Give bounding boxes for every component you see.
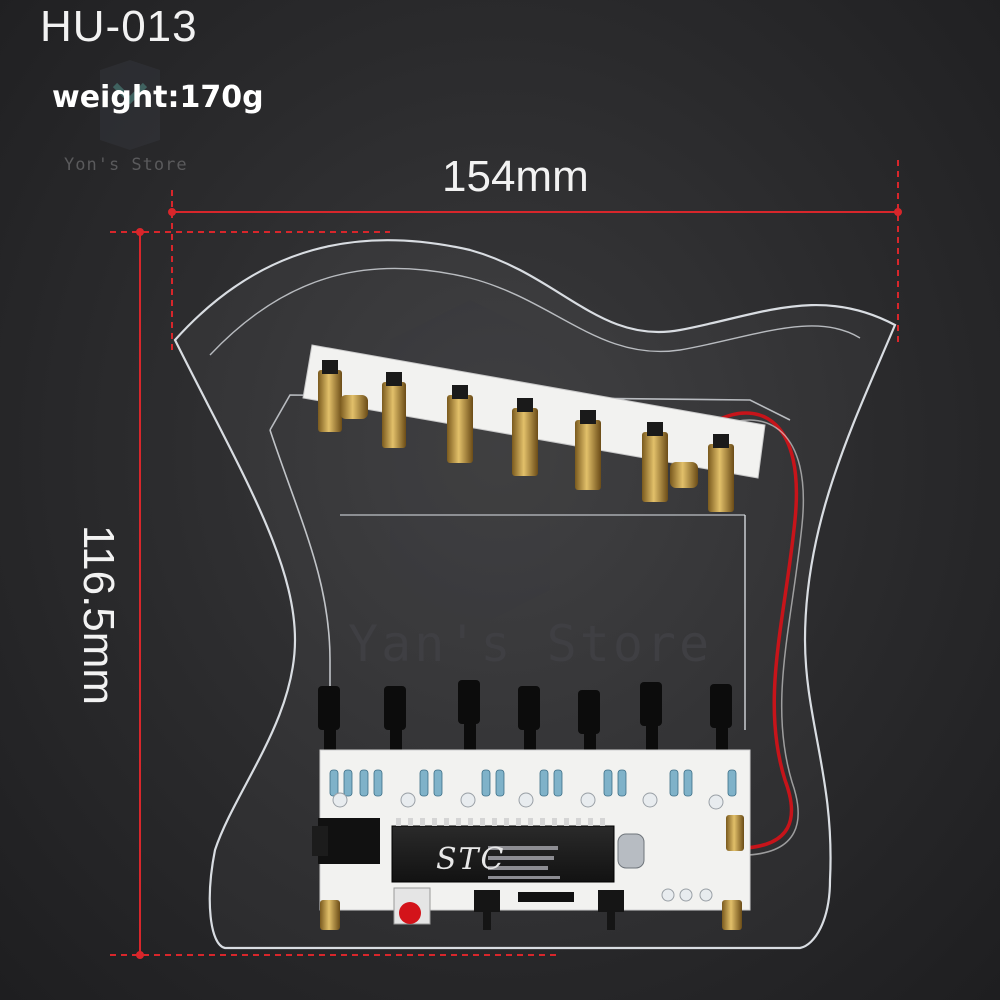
height-dimension-line (110, 228, 560, 959)
laser-module (447, 385, 473, 463)
width-dimension-label: 154mm (442, 152, 589, 201)
width-dimension-line (168, 160, 902, 350)
laser-module-row (318, 360, 734, 512)
crystal-oscillator (617, 833, 645, 869)
product-model: HU-013 (40, 2, 198, 51)
red-wire (717, 411, 799, 850)
tactile-switch (474, 890, 624, 930)
light-sensor (710, 684, 732, 756)
led-row (332, 792, 724, 902)
light-sensor (458, 680, 480, 752)
laser-module (512, 398, 538, 476)
laser-module (642, 422, 698, 502)
main-pcb (312, 749, 751, 930)
brass-standoff (320, 815, 744, 930)
store-watermark-large: Yan's Store (348, 615, 713, 673)
resistor-row (329, 769, 737, 797)
laser-module (708, 434, 734, 512)
light-sensor (640, 682, 662, 754)
acrylic-frame (173, 239, 897, 950)
product-weight: weight:170g (52, 80, 264, 115)
laser-module (382, 372, 406, 448)
laser-module (318, 360, 368, 432)
reset-button (393, 887, 431, 925)
chip-brand-label: STC (436, 842, 506, 877)
store-watermark-small: Yon's Store (64, 155, 188, 175)
laser-module (575, 410, 601, 490)
dc-power-jack (312, 818, 380, 864)
height-dimension-label: 116.5mm (74, 524, 123, 706)
microcontroller-chip (391, 818, 615, 883)
pin-header (518, 892, 574, 902)
